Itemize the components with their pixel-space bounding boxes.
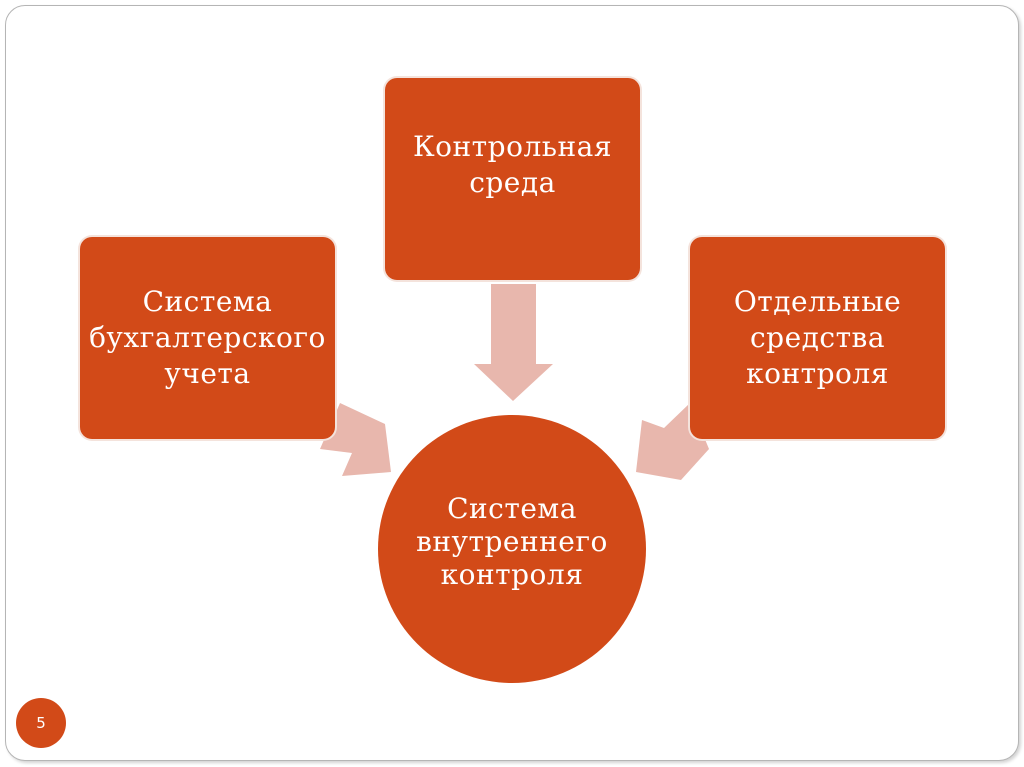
slide: Система бухгалтерского учета Контрольная… (5, 5, 1019, 761)
page-number-badge: 5 (16, 698, 66, 748)
accounting-system-line-3: учета (164, 357, 251, 390)
page-number: 5 (36, 714, 46, 732)
accounting-system-line-1: Система (142, 285, 273, 318)
arrows-layer (320, 284, 709, 480)
internal-control-line-3: контроля (440, 557, 584, 591)
control-procedures-box: Отдельные средства контроля (690, 237, 945, 439)
internal-control-line-1: Система (447, 491, 577, 525)
internal-control-line-2: внутреннего (416, 524, 608, 558)
control-environment-line-1: Контрольная (412, 130, 612, 163)
control-environment-line-2: среда (469, 166, 556, 199)
control-procedures-line-3: контроля (746, 357, 889, 390)
internal-control-system-circle: Система внутреннего контроля (378, 415, 646, 683)
accounting-system-line-2: бухгалтерского (89, 321, 326, 354)
control-procedures-line-2: средства (749, 321, 886, 354)
arrow-left-to-circle (320, 403, 391, 476)
control-environment-box: Контрольная среда (385, 78, 640, 280)
arrow-top-to-circle (474, 284, 553, 401)
accounting-system-box: Система бухгалтерского учета (80, 237, 335, 439)
control-procedures-line-1: Отдельные (733, 285, 902, 318)
